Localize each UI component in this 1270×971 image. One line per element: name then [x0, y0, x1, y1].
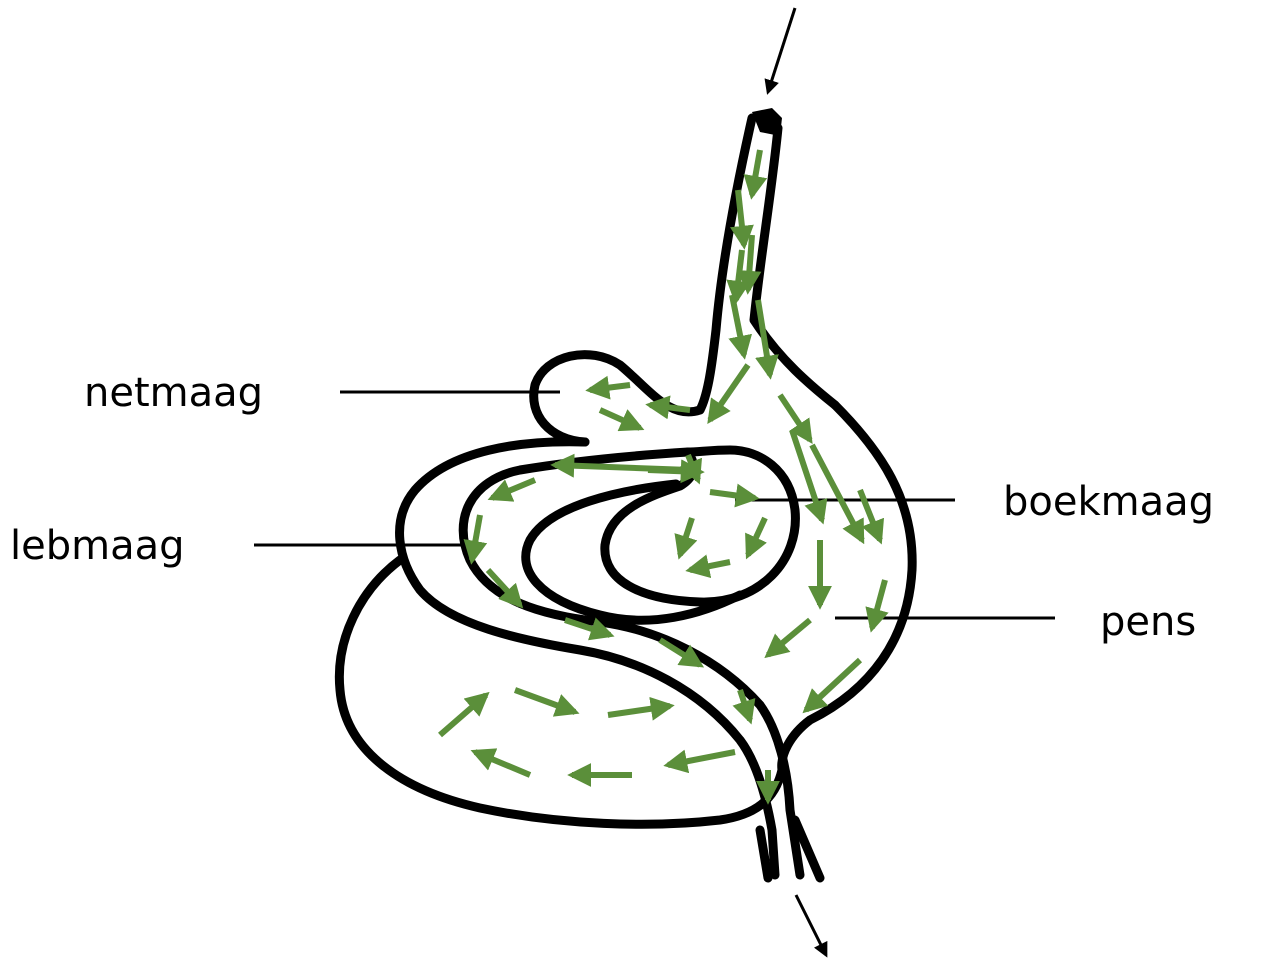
flow-arrow-icon — [710, 492, 755, 498]
flow-arrow-icon — [690, 562, 730, 570]
outflow-arrow-icon — [796, 895, 826, 955]
flow-arrow-icon — [515, 690, 575, 712]
label-pens: pens — [1100, 602, 1196, 642]
flow-arrow-icon — [732, 295, 744, 355]
flow-arrow-icon — [590, 385, 630, 390]
label-boekmaag: boekmaag — [1003, 482, 1214, 522]
label-lebmaag: lebmaag — [10, 526, 185, 566]
flow-arrow-icon — [768, 620, 810, 655]
boekmaag-outline — [605, 450, 796, 602]
lebmaag-outline — [400, 442, 775, 875]
oesophagus-opening — [752, 108, 782, 136]
flow-arrow-icon — [748, 518, 765, 555]
netmaag-outline — [534, 355, 700, 442]
flow-arrow-icon — [748, 235, 752, 290]
flow-arrow-icon — [752, 150, 760, 195]
flow-arrow-icon — [475, 752, 530, 775]
inflow-arrow-icon — [768, 8, 795, 92]
flow-arrow-icon — [440, 695, 486, 735]
flow-arrow-icon — [650, 405, 690, 410]
flow-arrow-icon — [680, 518, 692, 555]
flow-arrow-icon — [736, 250, 742, 300]
flow-arrow-icon — [710, 365, 748, 420]
flow-arrow-icon — [860, 490, 880, 540]
flow-arrow-icon — [872, 580, 885, 628]
flow-arrow-icon — [738, 190, 744, 245]
flow-arrow-icon — [812, 445, 862, 540]
flow-arrow-icon — [492, 480, 535, 498]
label-netmaag: netmaag — [84, 373, 263, 413]
flow-arrow-icon — [472, 515, 480, 560]
flow-arrow-icon — [600, 410, 640, 428]
flow-arrow-icon — [608, 706, 670, 715]
flow-arrow-icon — [668, 752, 735, 765]
